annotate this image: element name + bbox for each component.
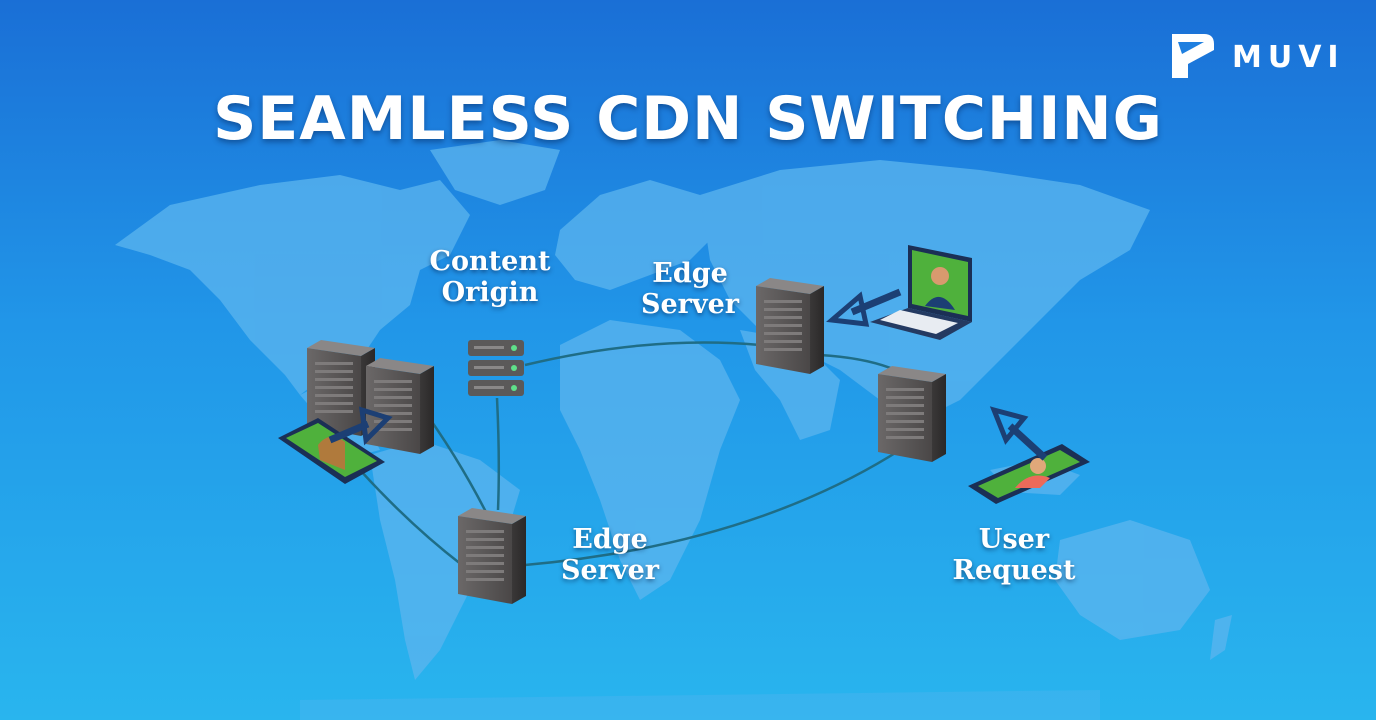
content-origin-label-line2: Origin — [441, 277, 539, 308]
muvi-logo: MUVI — [1160, 26, 1350, 86]
continents — [115, 140, 1232, 720]
edge-server-bottom-label: Edge Server — [548, 524, 672, 586]
edge-server-icon-bottom — [458, 508, 526, 604]
tablet-user-icon — [278, 418, 385, 484]
request-arrows — [328, 288, 1048, 461]
user-request-label: User Request — [944, 524, 1084, 586]
edge-server-top-label-line2: Server — [641, 289, 739, 320]
user-request-label-line2: Request — [952, 555, 1076, 586]
phone-user-icon — [968, 444, 1090, 504]
muvi-logo-icon — [1172, 34, 1214, 78]
content-origin-label: Content Origin — [420, 246, 560, 308]
page-title: SEAMLESS CDN SWITCHING — [213, 84, 1163, 154]
edge-server-bottom-label-line1: Edge — [572, 524, 648, 555]
logo-text: MUVI — [1232, 40, 1345, 75]
edge-server-top-label: Edge Server — [628, 258, 752, 320]
content-origin-label-line1: Content — [429, 246, 551, 277]
laptop-user-icon — [870, 245, 972, 340]
content-origin-server-icon — [468, 340, 524, 396]
edge-server-icon-right — [878, 366, 946, 462]
edge-server-top-label-line1: Edge — [652, 258, 728, 289]
edge-server-icon-top — [756, 278, 824, 374]
edge-server-icon-left-front — [366, 358, 434, 454]
user-request-label-line1: User — [978, 524, 1050, 555]
edge-server-bottom-label-line2: Server — [561, 555, 659, 586]
